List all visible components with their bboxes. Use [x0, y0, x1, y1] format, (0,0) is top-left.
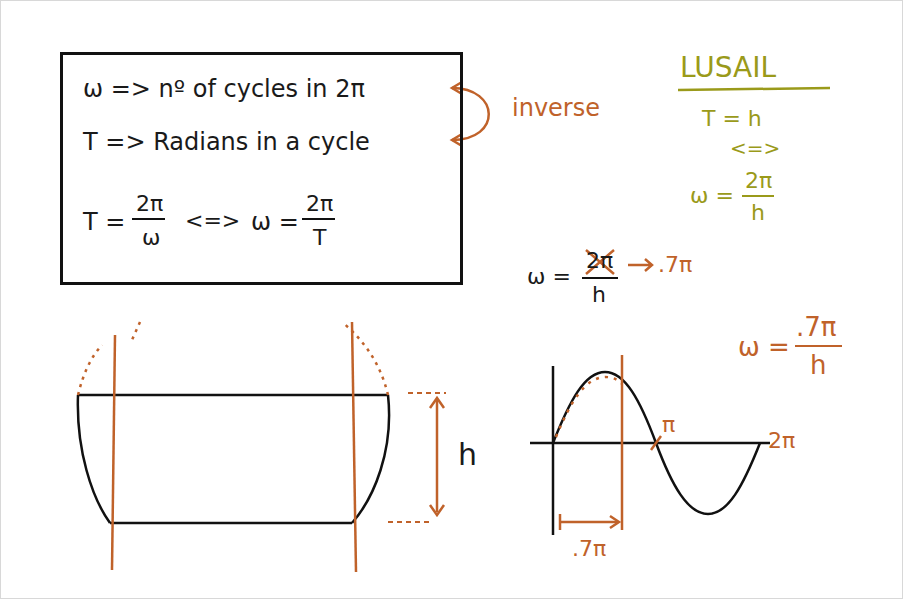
- dimension-tick: [408, 392, 446, 394]
- box-text: ω =: [251, 210, 299, 234]
- note-label: .7π: [658, 254, 692, 276]
- tick: [651, 436, 661, 450]
- note-label: ω =: [738, 334, 790, 360]
- box-text: <=>: [185, 210, 240, 232]
- fraction-bar: [302, 218, 335, 220]
- inverse-bracket: [452, 88, 489, 140]
- box-text: ω: [142, 227, 160, 249]
- note-label: inverse: [512, 96, 600, 120]
- note-box: ω => nº of cycles in 2π T => Radians in a…: [60, 52, 463, 285]
- dotted-extension: [132, 322, 140, 340]
- arrow-head: [430, 398, 444, 515]
- fraction-bar: [795, 345, 842, 347]
- box-text: 2π: [306, 193, 333, 215]
- note-label: 2π: [586, 250, 613, 272]
- note-label: 2π: [745, 170, 772, 192]
- note-label: π: [662, 414, 675, 436]
- underline: [678, 88, 830, 90]
- note-label: T = h: [702, 108, 762, 130]
- box-text: 2π: [136, 193, 163, 215]
- span-arrow: [560, 521, 618, 524]
- fraction-bar: [742, 195, 774, 197]
- note-label: LUSAIL: [680, 54, 776, 82]
- note-label: ω =: [527, 266, 571, 288]
- cross-out: [586, 250, 614, 274]
- note-label: h: [751, 202, 765, 224]
- dimension-line: [436, 400, 439, 512]
- cut-line: [352, 322, 356, 572]
- dotted-trace: [556, 377, 622, 437]
- note-label: ω =: [690, 185, 734, 207]
- box-text: ω => nº of cycles in 2π: [83, 77, 365, 101]
- vessel-bottom: [110, 522, 352, 525]
- box-text: T =: [83, 210, 125, 234]
- note-label: .7π: [572, 538, 606, 560]
- box-text: T: [313, 227, 326, 249]
- cut-line: [112, 335, 115, 570]
- note-label: h: [810, 352, 826, 378]
- x-axis: [530, 442, 770, 445]
- arrow: [628, 259, 652, 271]
- vessel-top: [78, 394, 388, 397]
- span-tick: [559, 514, 562, 530]
- note-label: <=>: [730, 138, 780, 158]
- note-label: .7π: [796, 314, 836, 340]
- dotted-extension: [342, 322, 388, 395]
- fraction-bar: [132, 218, 165, 220]
- note-label: h: [458, 440, 477, 470]
- dotted-extension: [78, 345, 102, 395]
- dimension-tick: [388, 521, 430, 523]
- sine-curve: [553, 372, 760, 514]
- vessel-side: [78, 395, 110, 523]
- y-axis: [552, 366, 555, 535]
- arrow-head: [610, 516, 619, 528]
- box-text: T => Radians in a cycle: [83, 130, 370, 154]
- note-label: h: [592, 284, 606, 306]
- cut-line: [621, 355, 624, 530]
- vessel-side: [352, 395, 389, 523]
- note-label: 2π: [768, 430, 795, 452]
- fraction-bar: [582, 277, 618, 279]
